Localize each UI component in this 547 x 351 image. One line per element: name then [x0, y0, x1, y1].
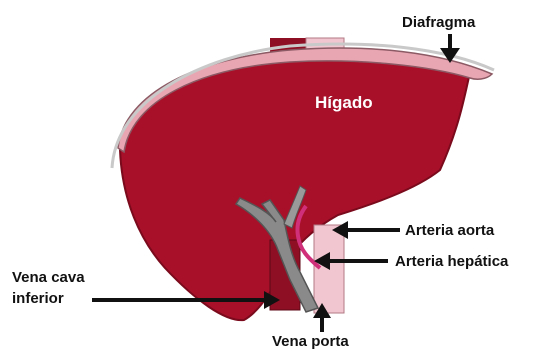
- label-arteria-hepatica: Arteria hepática: [395, 253, 509, 270]
- label-vena-cava-line2: inferior: [12, 290, 64, 307]
- label-higado: Hígado: [315, 93, 373, 112]
- label-vena-porta: Vena porta: [272, 333, 349, 350]
- label-vena-cava-line1: Vena cava: [12, 269, 85, 286]
- label-diafragma: Diafragma: [402, 14, 476, 31]
- label-arteria-aorta: Arteria aorta: [405, 222, 495, 239]
